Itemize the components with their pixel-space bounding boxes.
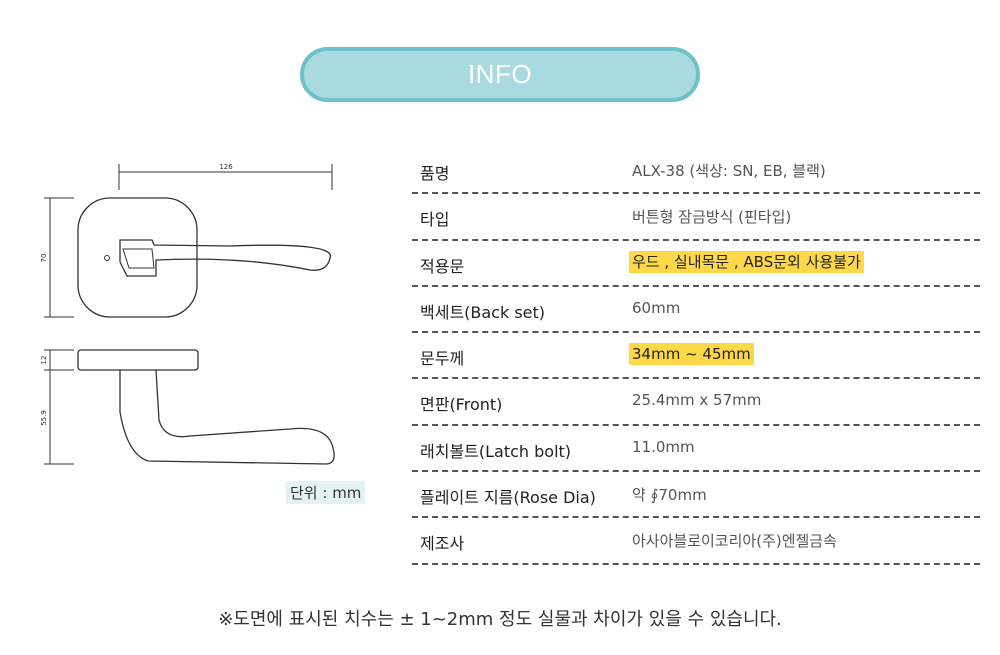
spec-label: 적용문 [420, 256, 465, 276]
spec-value-highlighted: 34mm ~ 45mm [629, 343, 754, 366]
spec-label: 플레이트 지름(Rose Dia) [420, 488, 596, 508]
dimension-label-height: 70 [40, 254, 48, 263]
lever-side-view [119, 369, 335, 465]
dimension-label-rose: 12 [40, 356, 48, 365]
spec-label: 품명 [420, 164, 450, 183]
info-header: INFO [300, 47, 700, 102]
lever-neck [122, 248, 155, 269]
lever-top-view [119, 239, 331, 277]
spec-label: 제조사 [420, 534, 465, 554]
spec-row: 적용문 우드 , 실내목문 , ABS문외 사용불가 [412, 241, 980, 287]
spec-label: 면판(Front) [420, 395, 503, 415]
spec-label: 문두께 [420, 349, 465, 369]
screw-hole [104, 255, 110, 261]
spec-value: 버튼형 잠금방식 (핀타입) [632, 208, 792, 227]
rose-side-view [77, 349, 199, 371]
spec-row: 면판(Front) 25.4mm x 57mm [412, 379, 980, 426]
spec-row: 제조사 아사아블로이코리아(주)엔젤금속 [412, 518, 980, 565]
disclaimer-note: ※도면에 표시된 치수는 ± 1~2mm 정도 실물과 차이가 있을 수 있습니… [218, 609, 782, 630]
spec-row: 품명 ALX-38 (색상: SN, EB, 블랙) [412, 148, 980, 195]
spec-label: 백세트(Back set) [420, 302, 546, 322]
spec-row: 문두께 34mm ~ 45mm [412, 333, 980, 380]
rose-plate-outline [77, 197, 198, 318]
handle-technical-drawing: 126 70 12 55.9 [40, 163, 335, 465]
spec-value: 아사아블로이코리아(주)엔젤금속 [632, 532, 837, 551]
spec-value: ALX-38 (색상: SN, EB, 블랙) [632, 162, 826, 180]
spec-table: 품명 ALX-38 (색상: SN, EB, 블랙) 타입 버튼형 잠금방식 (핀타입… [412, 148, 980, 565]
spec-label: 타입 [420, 210, 450, 230]
dimension-label-width: 126 [219, 163, 233, 171]
spec-row: 타입 버튼형 잠금방식 (핀타입) [412, 194, 980, 241]
spec-value: 25.4mm x 57mm [632, 391, 762, 410]
unit-label: 단위 : mm [286, 481, 366, 504]
spec-row: 플레이트 지름(Rose Dia) 약 ∮70mm [412, 472, 980, 519]
dimension-label-depth: 55.9 [40, 410, 48, 426]
spec-row: 래치볼트(Latch bolt) 11.0mm [412, 426, 980, 473]
spec-label: 래치볼트(Latch bolt) [420, 441, 572, 461]
spec-value-highlighted: 우드 , 실내목문 , ABS문외 사용불가 [629, 250, 864, 273]
spec-value: 60mm [632, 298, 681, 317]
spec-value: 약 ∮70mm [632, 486, 707, 505]
info-title: INFO [467, 59, 533, 89]
spec-value: 11.0mm [632, 437, 695, 456]
spec-row: 백세트(Back set) 60mm [412, 287, 980, 334]
